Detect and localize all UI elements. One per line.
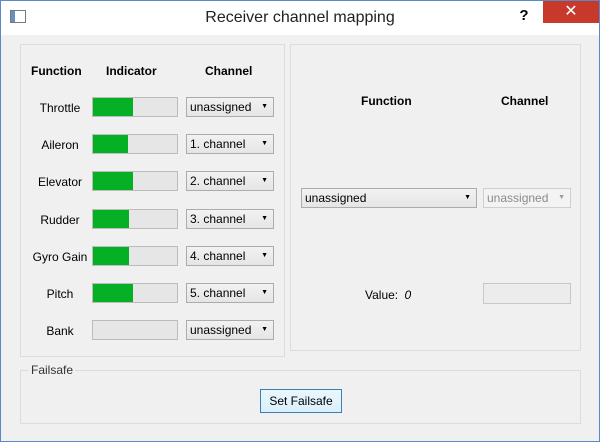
function-label: Rudder xyxy=(40,213,80,227)
channel-indicator-bar xyxy=(92,246,178,266)
failsafe-group-title: Failsafe xyxy=(29,363,76,377)
indicator-fill xyxy=(93,247,130,265)
chevron-down-icon: ▼ xyxy=(261,215,268,222)
value-readout: Value: 0 xyxy=(365,288,411,302)
detail-function-select-value: unassigned xyxy=(305,191,367,205)
window-app-icon xyxy=(10,10,26,23)
chevron-down-icon: ▼ xyxy=(261,140,268,147)
channel-select[interactable]: 1. channel ▼ xyxy=(186,134,274,154)
channel-select-value: 3. channel xyxy=(190,212,246,226)
channel-select[interactable]: 2. channel ▼ xyxy=(186,171,274,191)
channel-indicator-bar xyxy=(92,97,178,117)
set-failsafe-button[interactable]: Set Failsafe xyxy=(260,389,342,413)
indicator-fill xyxy=(93,135,129,153)
channel-select[interactable]: unassigned ▼ xyxy=(186,97,274,117)
channel-indicator-bar xyxy=(92,171,178,191)
close-button[interactable]: ✕ xyxy=(543,1,599,23)
title-bar: Receiver channel mapping ? ✕ xyxy=(1,1,599,35)
channel-indicator-bar xyxy=(92,320,178,340)
function-label: Bank xyxy=(46,324,74,338)
chevron-down-icon: ▼ xyxy=(558,194,565,201)
channel-select-value: 5. channel xyxy=(190,286,246,300)
function-label: Throttle xyxy=(39,101,81,115)
function-mapping-group xyxy=(20,44,285,357)
indicator-fill xyxy=(93,284,134,302)
help-button[interactable]: ? xyxy=(519,7,529,24)
value-field xyxy=(483,283,571,304)
function-label: Aileron xyxy=(41,138,79,152)
channel-select-value: 4. channel xyxy=(190,249,246,263)
value-label: Value: xyxy=(365,288,399,302)
value-number: 0 xyxy=(404,288,412,302)
chevron-down-icon: ▼ xyxy=(261,326,268,333)
chevron-down-icon: ▼ xyxy=(261,289,268,296)
indicator-fill xyxy=(93,210,130,228)
channel-select-value: 1. channel xyxy=(190,137,246,151)
detail-header-channel: Channel xyxy=(501,94,549,108)
function-label: Gyro Gain xyxy=(32,250,88,264)
chevron-down-icon: ▼ xyxy=(261,177,268,184)
detail-channel-select-value: unassigned xyxy=(487,191,549,205)
channel-select[interactable]: 4. channel ▼ xyxy=(186,246,274,266)
chevron-down-icon: ▼ xyxy=(464,194,471,201)
function-label: Pitch xyxy=(46,287,74,301)
detail-header-function: Function xyxy=(361,94,412,108)
detail-function-select[interactable]: unassigned ▼ xyxy=(301,188,477,208)
channel-select[interactable]: 3. channel ▼ xyxy=(186,209,274,229)
channel-indicator-bar xyxy=(92,209,178,229)
channel-select[interactable]: 5. channel ▼ xyxy=(186,283,274,303)
detail-channel-select[interactable]: unassigned ▼ xyxy=(483,188,571,208)
chevron-down-icon: ▼ xyxy=(261,252,268,259)
header-indicator: Indicator xyxy=(106,64,157,78)
header-function: Function xyxy=(31,64,82,78)
channel-select-value: unassigned xyxy=(190,323,252,337)
function-label: Elevator xyxy=(37,175,83,189)
channel-indicator-bar xyxy=(92,283,178,303)
channel-select[interactable]: unassigned ▼ xyxy=(186,320,274,340)
channel-select-value: unassigned xyxy=(190,100,252,114)
channel-indicator-bar xyxy=(92,134,178,154)
window-title: Receiver channel mapping xyxy=(205,9,395,26)
header-channel: Channel xyxy=(205,64,253,78)
channel-select-value: 2. channel xyxy=(190,174,246,188)
chevron-down-icon: ▼ xyxy=(261,103,268,110)
indicator-fill xyxy=(93,172,134,190)
indicator-fill xyxy=(93,98,134,116)
